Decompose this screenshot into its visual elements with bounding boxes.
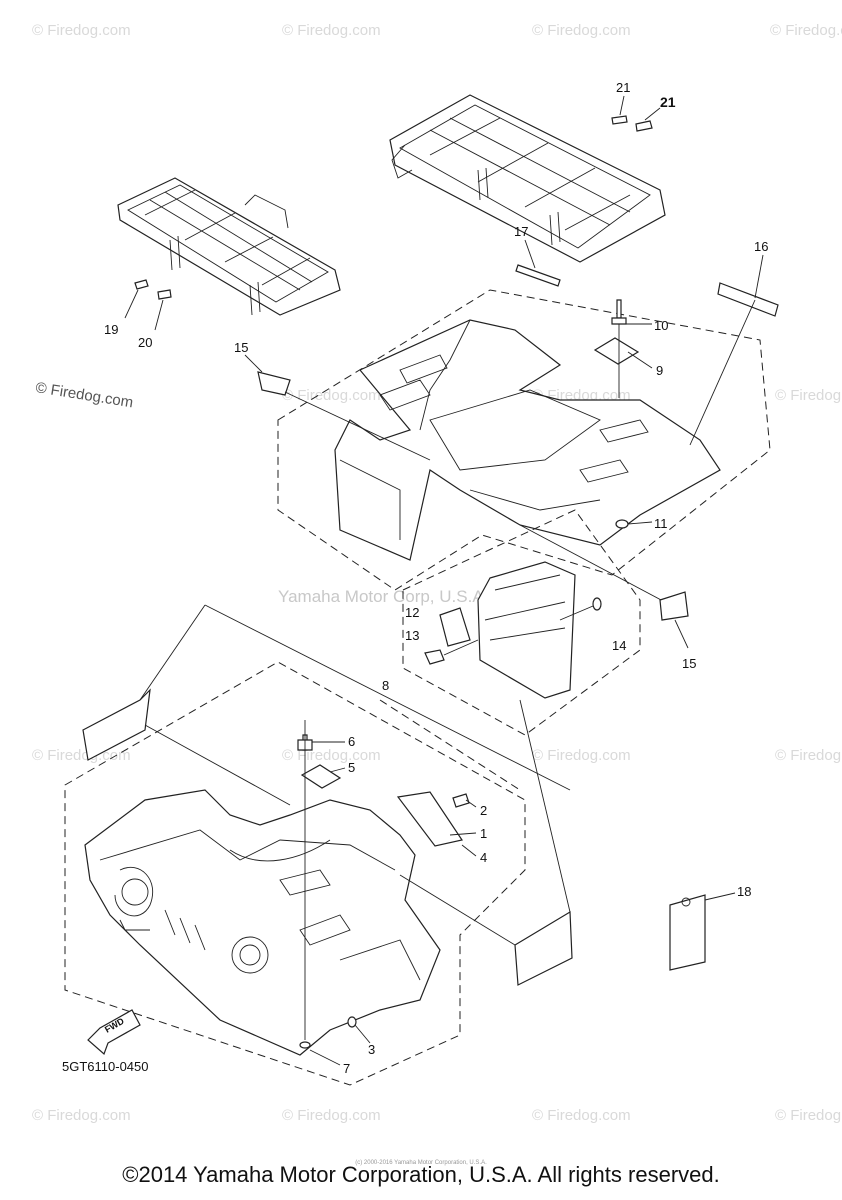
mudflap-group-box xyxy=(402,509,641,736)
front-carrier xyxy=(117,177,341,316)
decal-15-right xyxy=(659,591,689,621)
front-fender xyxy=(84,789,441,1056)
decal-16 xyxy=(717,282,779,317)
label-20-shape xyxy=(157,289,172,300)
plate-1 xyxy=(396,791,463,847)
plate-5 xyxy=(300,764,342,789)
decal-front-right xyxy=(514,910,573,986)
watermark: © Firedog.com xyxy=(32,1107,131,1124)
rear-fender-group-box xyxy=(277,289,771,591)
rivet-2 xyxy=(452,793,470,808)
callout-14: 14 xyxy=(612,638,626,653)
callout-12: 12 xyxy=(405,605,419,620)
watermark: © Firedog.com xyxy=(775,747,842,764)
washer-3 xyxy=(347,1016,357,1028)
callout-21: 21 xyxy=(616,80,630,95)
plate-12 xyxy=(439,607,471,647)
label-21-shape xyxy=(611,115,628,125)
watermark: © Firedog.com xyxy=(532,747,631,764)
watermark: © Firedog.com xyxy=(282,1107,381,1124)
label-21b-shape xyxy=(635,120,653,132)
callout-15-left: 15 xyxy=(234,340,248,355)
callout-2: 2 xyxy=(480,803,487,818)
callout-11: 11 xyxy=(654,516,668,531)
side-watermark: © Firedog.com xyxy=(34,379,134,411)
decal-15-left xyxy=(257,371,291,396)
mud-flap xyxy=(477,561,576,699)
callout-7: 7 xyxy=(343,1061,350,1076)
watermark: © Firedog.com xyxy=(770,22,842,39)
callout-13: 13 xyxy=(405,628,419,643)
callout-19: 19 xyxy=(104,322,118,337)
rear-carrier xyxy=(389,94,666,263)
watermark: © Firedog.com xyxy=(282,22,381,39)
plate-9 xyxy=(593,337,640,365)
center-watermark: Yamaha Motor Corp, U.S.A. xyxy=(278,587,488,606)
callout-17: 17 xyxy=(514,224,528,239)
rivet-13 xyxy=(424,649,445,665)
callout-8: 8 xyxy=(382,678,389,693)
decal-left-panel xyxy=(82,688,151,761)
callout-5: 5 xyxy=(348,760,355,775)
watermark: © Firedog.com xyxy=(282,387,381,404)
washer-7 xyxy=(299,1041,311,1049)
copyright-small: (c) 2000-2016 Yamaha Motor Corporation, … xyxy=(355,1160,487,1166)
washer-11 xyxy=(615,519,629,529)
rear-fender xyxy=(334,319,721,561)
callout-15-right: 15 xyxy=(682,656,696,671)
watermark: © Firedog.com xyxy=(775,387,842,404)
callout-3: 3 xyxy=(368,1042,375,1057)
callout-21-bold: 21 xyxy=(660,94,676,110)
front-fender-group-box xyxy=(64,661,526,1086)
fwd-arrow: FWD xyxy=(87,1009,141,1056)
watermark: © Firedog.com xyxy=(532,22,631,39)
callout-10: 10 xyxy=(654,318,668,333)
watermark: © Firedog.com xyxy=(775,1107,842,1124)
rivet-10 xyxy=(616,299,622,319)
watermark: © Firedog.com xyxy=(282,747,381,764)
watermark: © Firedog.com xyxy=(32,22,131,39)
washer-14 xyxy=(592,597,602,611)
callout-4: 4 xyxy=(480,850,487,865)
callout-6: 6 xyxy=(348,734,355,749)
callout-16: 16 xyxy=(754,239,768,254)
callout-1: 1 xyxy=(480,826,487,841)
part-code: 5GT6110-0450 xyxy=(62,1059,149,1074)
tag-18 xyxy=(669,894,706,971)
copyright-footer: ©2014 Yamaha Motor Corporation, U.S.A. A… xyxy=(122,1162,720,1187)
label-19-shape xyxy=(134,279,149,290)
watermark: © Firedog.com xyxy=(532,1107,631,1124)
callout-20: 20 xyxy=(138,335,152,350)
decal-17 xyxy=(515,264,561,287)
callout-18: 18 xyxy=(737,884,751,899)
watermark: © Firedog.com xyxy=(32,747,131,764)
callout-labels: 1 2 3 4 5 6 7 8 9 10 11 12 13 14 15 15 1… xyxy=(104,80,768,1076)
callout-9: 9 xyxy=(656,363,663,378)
